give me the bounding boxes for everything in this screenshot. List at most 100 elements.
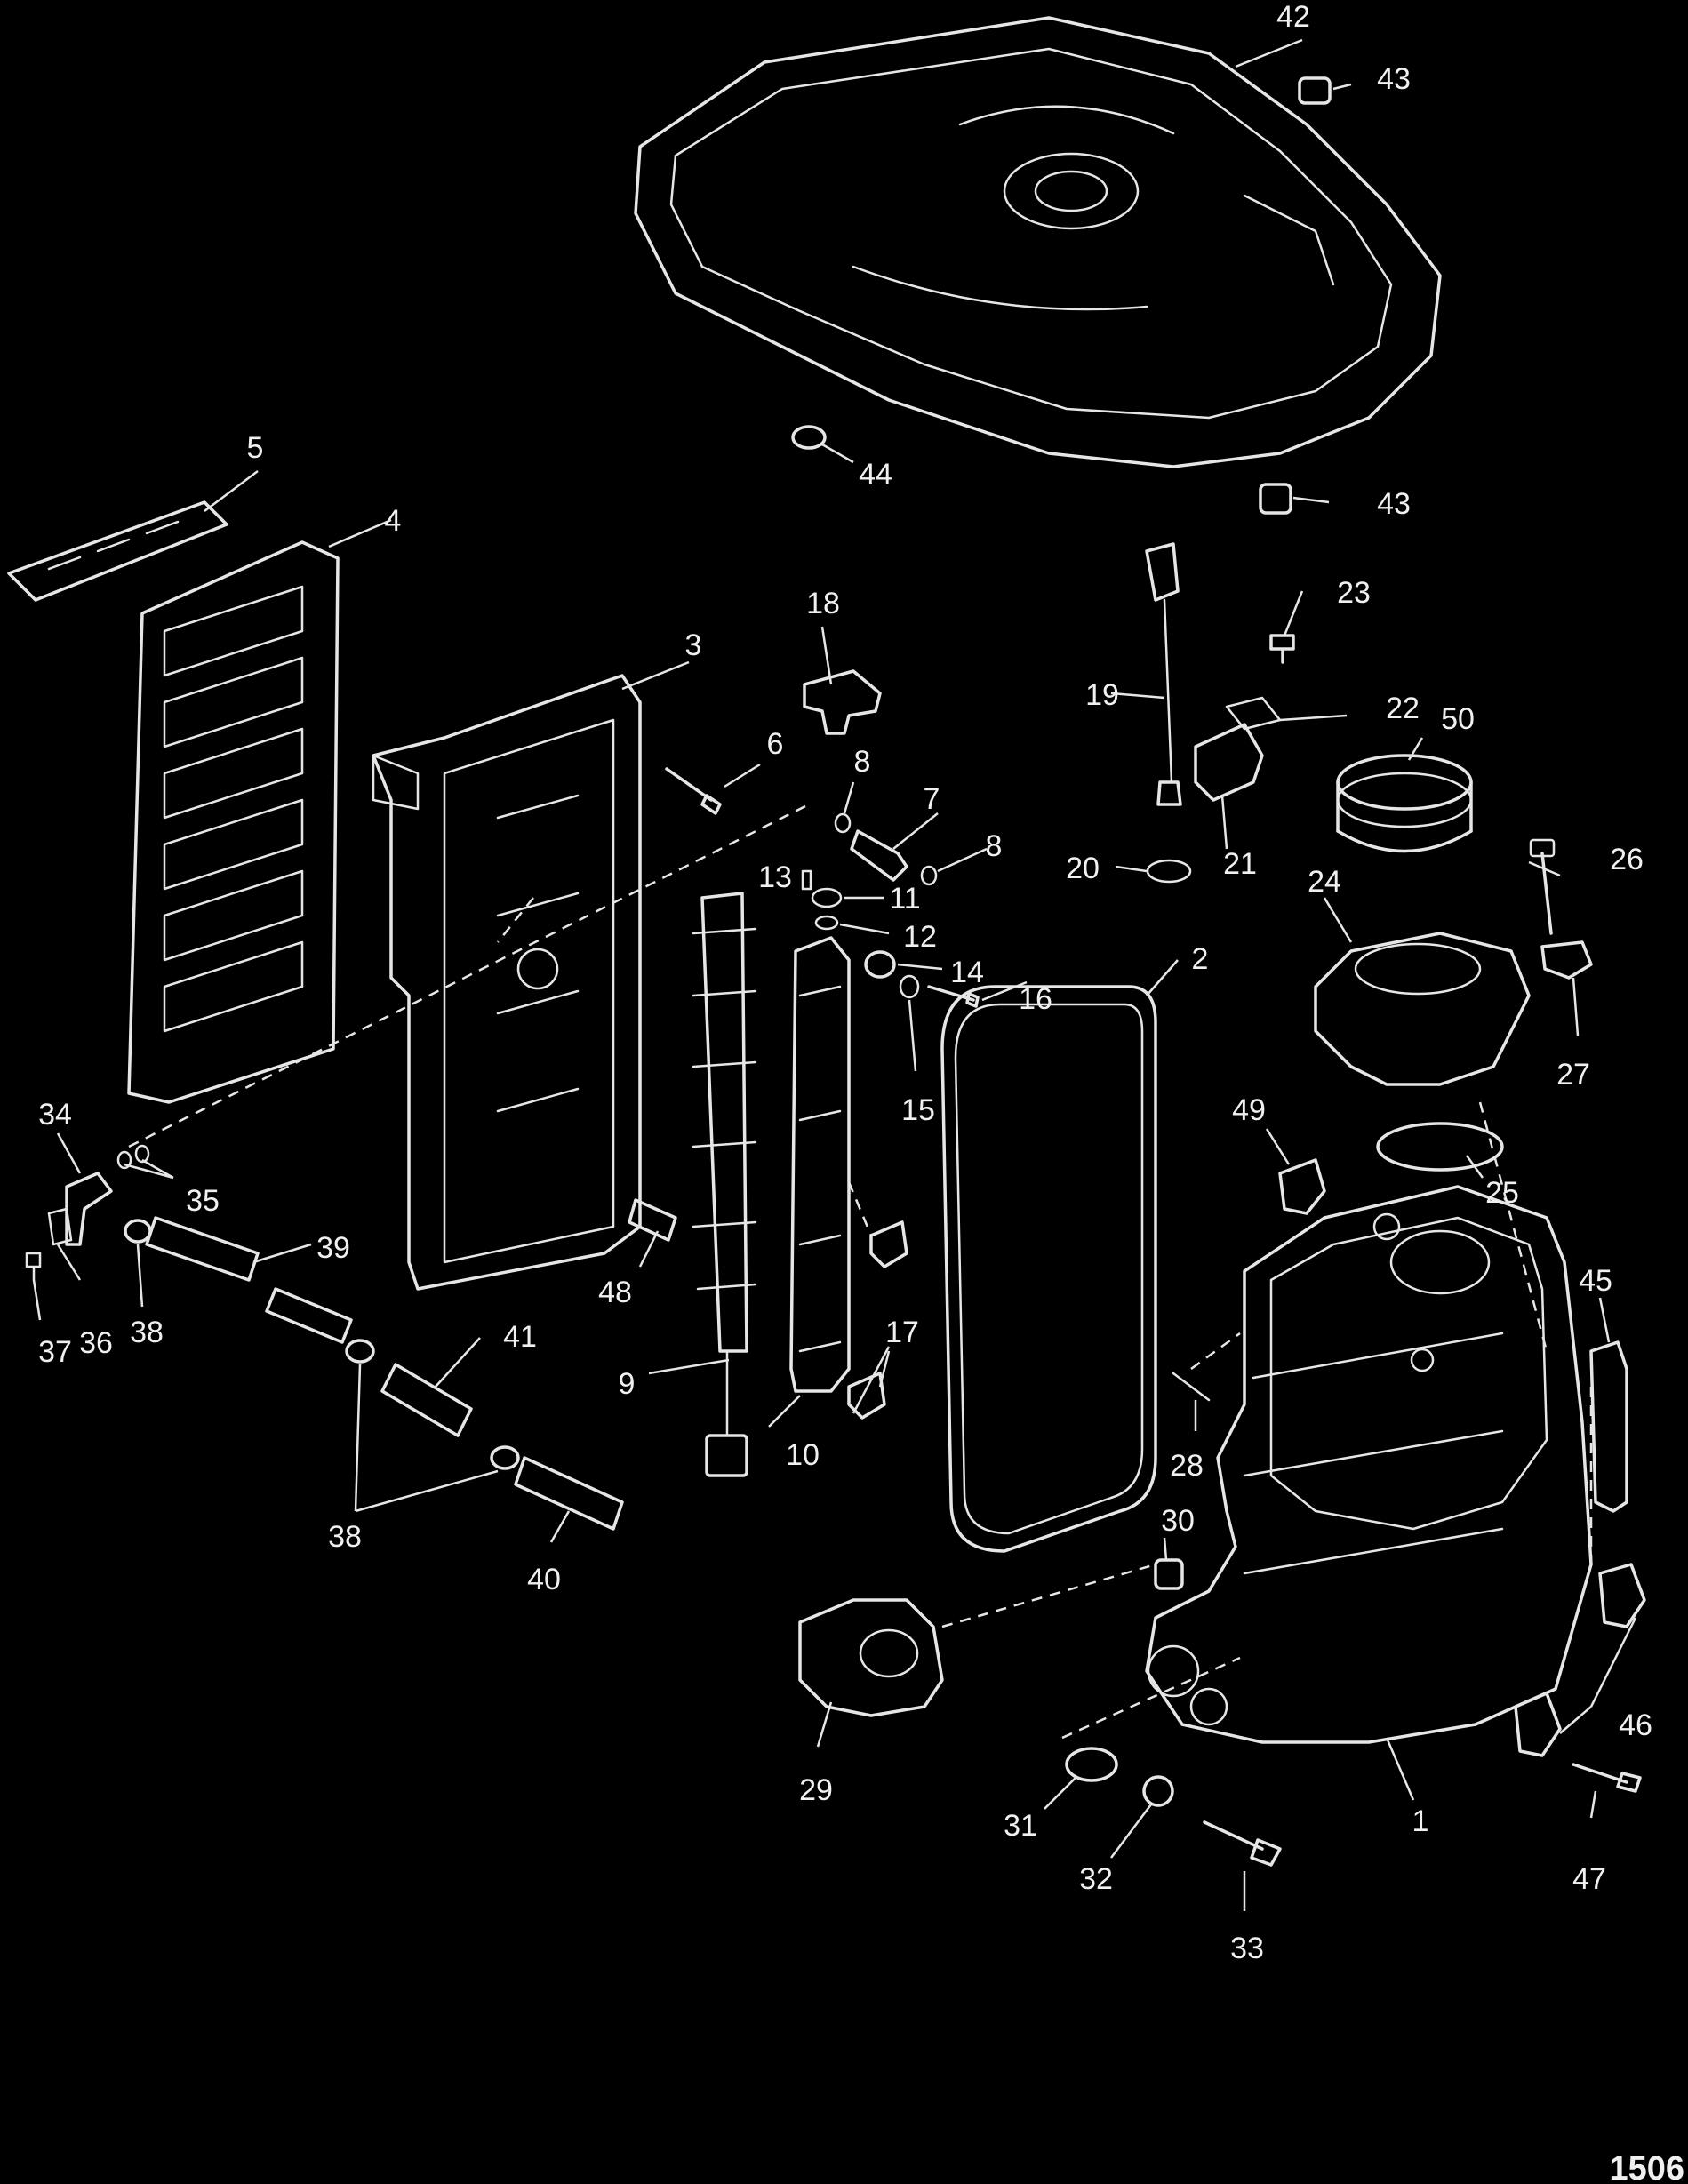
callout-23: 23 [1337, 576, 1371, 610]
grommet-part-31 [1065, 1747, 1118, 1782]
clamp-part-45 [1589, 1340, 1628, 1513]
o-ring-part-8-left [834, 812, 852, 834]
clamp-part-38-middle [345, 1339, 375, 1364]
callout-2: 2 [1192, 942, 1209, 976]
callout-49: 49 [1232, 1093, 1266, 1127]
callout-16: 16 [1019, 982, 1052, 1016]
washer-part-32 [1142, 1775, 1174, 1807]
callout-29: 29 [799, 1773, 833, 1807]
callout-6: 6 [767, 727, 784, 761]
callout-8-lower: 8 [986, 829, 1003, 863]
o-ring-part-12 [814, 915, 839, 931]
callout-labels: 1 2 3 4 5 6 7 8 8 9 10 11 12 13 14 15 16… [38, 0, 1652, 1965]
gasket-part-4 [127, 540, 340, 1104]
clamp-part-46-upper [1598, 1563, 1646, 1628]
callout-50: 50 [1441, 702, 1475, 736]
callout-4: 4 [385, 504, 402, 538]
grommet-part-44 [791, 425, 827, 450]
callout-25: 25 [1485, 1176, 1519, 1210]
callout-7: 7 [924, 782, 940, 816]
callout-21: 21 [1223, 847, 1257, 881]
sensor-part-18 [803, 669, 882, 735]
callout-8-upper: 8 [854, 745, 871, 779]
hose-part-40 [514, 1456, 624, 1531]
callout-19: 19 [1085, 678, 1119, 712]
sleeve-part-48 [628, 1198, 677, 1242]
callout-36: 36 [79, 1326, 113, 1360]
callout-10: 10 [786, 1438, 820, 1472]
throttle-body-part-24 [1314, 932, 1531, 1086]
callout-35: 35 [186, 1184, 220, 1218]
screw-part-6 [665, 767, 722, 815]
bolt-part-33 [1203, 1820, 1282, 1867]
callout-24: 24 [1308, 865, 1341, 899]
callout-11: 11 [889, 882, 920, 916]
screw-part-16 [927, 985, 980, 1008]
screw-part-23 [1269, 634, 1295, 664]
figure-number: 1506 [1609, 2150, 1684, 2184]
grommet-part-43-top [1298, 76, 1332, 105]
clamp-part-46-lower [1514, 1692, 1562, 1757]
coupling-part-50 [1336, 754, 1473, 853]
reed-block-part-5 [7, 500, 228, 602]
callout-38-bottom: 38 [328, 1520, 362, 1554]
callout-39: 39 [316, 1231, 350, 1265]
callout-43-top: 43 [1377, 62, 1411, 96]
wiring-harness-part-9 [692, 892, 757, 1477]
hose-part-39 [145, 1216, 353, 1344]
callout-30: 30 [1161, 1504, 1195, 1538]
callout-28: 28 [1170, 1449, 1204, 1483]
screw-part-28 [1172, 1372, 1211, 1402]
callout-5: 5 [247, 431, 264, 465]
callout-41: 41 [503, 1320, 537, 1354]
flywheel-cover-part-42 [634, 16, 1442, 468]
callout-33: 33 [1230, 1932, 1264, 1965]
fitting-part-11 [811, 887, 843, 908]
plug-part-30 [1154, 1558, 1184, 1590]
callout-12: 12 [903, 920, 937, 954]
callout-44: 44 [859, 458, 892, 492]
fitting-part-7 [850, 829, 908, 882]
callout-31: 31 [1004, 1809, 1037, 1843]
callout-38-left: 38 [130, 1316, 164, 1349]
callout-34: 34 [38, 1098, 72, 1132]
callout-15: 15 [901, 1093, 935, 1127]
filter-part-41 [380, 1363, 473, 1437]
fuel-rail-part-10 [789, 936, 851, 1393]
washer-part-15 [899, 974, 920, 999]
callout-40: 40 [527, 1563, 561, 1596]
callout-20: 20 [1066, 852, 1100, 885]
gasket-part-2 [940, 985, 1157, 1553]
sensor-part-19 [1145, 542, 1182, 806]
o-ring-part-20 [1146, 859, 1192, 884]
clip-part-49 [1278, 1158, 1326, 1215]
callout-9: 9 [619, 1367, 636, 1401]
callout-37: 37 [38, 1335, 72, 1369]
leader-lines [32, 38, 1637, 1911]
callout-14: 14 [950, 956, 984, 989]
callout-46: 46 [1619, 1708, 1652, 1742]
o-ring-part-35 [116, 1144, 150, 1170]
callout-17-upper: 17 [885, 1316, 919, 1349]
clamp-part-38-right [490, 1445, 520, 1470]
assembly-lines [128, 803, 1593, 1740]
bracket-part-27 [1540, 940, 1593, 980]
callout-18: 18 [806, 587, 840, 620]
intake-plate-part-3 [372, 674, 642, 1291]
clamp-part-38-left [124, 1219, 152, 1244]
callout-13: 13 [758, 860, 792, 894]
clamp-part-17-upper [869, 1220, 908, 1268]
bracket-part-22 [1225, 696, 1282, 731]
fitting-part-34 [65, 1172, 113, 1246]
callout-43-bottom: 43 [1377, 487, 1411, 521]
callout-26: 26 [1610, 843, 1644, 876]
callout-47: 47 [1572, 1862, 1606, 1896]
callout-32: 32 [1079, 1862, 1113, 1896]
callout-42: 42 [1276, 0, 1310, 34]
callout-1: 1 [1412, 1804, 1429, 1838]
callout-45: 45 [1579, 1264, 1612, 1298]
bracket-part-36 [47, 1207, 73, 1246]
callout-27: 27 [1556, 1058, 1590, 1092]
screw-part-26 [1529, 838, 1556, 935]
